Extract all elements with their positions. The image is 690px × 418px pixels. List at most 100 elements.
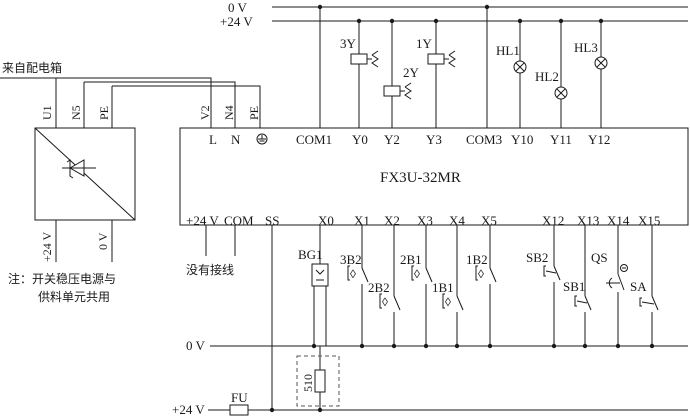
rail-0v-bottom-label: 0 V — [186, 338, 206, 353]
top-rails: 0 V +24 V — [220, 0, 688, 29]
lamp-hl3-label: HL3 — [574, 40, 598, 55]
terminal-com3-label: COM3 — [466, 132, 502, 147]
terminal-l-label: L — [209, 132, 217, 147]
unused-note: 没有接线 — [186, 262, 234, 277]
terminal-y12-label: Y12 — [588, 132, 610, 147]
lamp-hl1-icon — [513, 60, 527, 74]
supply-note-line1: 注：开关稳压电源与 — [8, 271, 116, 286]
svg-text:◊: ◊ — [445, 295, 451, 309]
terminal-x14-label: X14 — [607, 213, 630, 228]
lamp-hl1-label: HL1 — [496, 43, 520, 58]
terminal-x2-label: X2 — [384, 213, 400, 228]
emergency-stop-qs-label: QS — [591, 250, 608, 265]
valve-3y-coil — [350, 53, 368, 65]
pushbutton-sb2-icon — [543, 265, 561, 346]
svg-text:◊: ◊ — [478, 267, 484, 281]
lamp-hl2-label: HL2 — [535, 69, 559, 84]
feeder-line-2 — [84, 81, 236, 128]
rail-24v-top-label: +24 V — [220, 14, 253, 29]
terminal-n5-label: N5 — [69, 105, 83, 120]
sensor-3b2-label: 3B2 — [340, 252, 362, 267]
terminal-y0-label: Y0 — [352, 132, 368, 147]
fuse-label: FU — [231, 390, 248, 405]
sensor-bg1-label: BG1 — [298, 247, 323, 262]
terminal-y3-label: Y3 — [426, 132, 442, 147]
sensor-2b2-icon: ◊ — [379, 293, 401, 346]
supply-note-line2: 供料单元共用 — [38, 290, 110, 304]
plc-model-label: FX3U-32MR — [380, 170, 461, 186]
terminal-x1-label: X1 — [354, 213, 370, 228]
power-supply: 来自配电箱 U1 N5 PE +24 V 0 V 注：开关稳压电源与 供料单元共… — [0, 60, 261, 304]
bottom-rails: 0 V +24 V FU — [172, 338, 688, 417]
sensor-3b2-icon: ◊ — [347, 265, 369, 346]
valve-1y-icon — [444, 50, 456, 68]
lamp-hl2-icon — [554, 86, 568, 100]
terminal-x12-label: X12 — [542, 213, 564, 228]
pushbutton-sb1-label: SB1 — [563, 279, 585, 294]
pushbutton-sb1-icon — [574, 295, 592, 346]
output-wiring: 3Y 2Y 1Y HL1 — [317, 4, 608, 128]
svg-text:◊: ◊ — [350, 267, 356, 281]
terminal-y10-label: Y10 — [511, 132, 533, 147]
rail-0v-top-label: 0 V — [228, 0, 248, 15]
psu-diagonal — [34, 127, 136, 221]
plc: FX3U-32MR V2 N4 PE L N COM1 Y0 Y2 Y3 COM… — [179, 105, 689, 228]
feeder-line-3 — [112, 85, 261, 128]
feeder-line-1 — [0, 77, 212, 88]
feed-v2-label: V2 — [198, 105, 212, 120]
psu-plus24-label: +24 V — [40, 231, 54, 262]
svg-text:◊: ◊ — [382, 295, 388, 309]
ground-icon — [256, 133, 268, 145]
terminal-x13-label: X13 — [577, 213, 599, 228]
selector-sa-icon — [639, 295, 659, 346]
sensor-2b1-label: 2B1 — [400, 252, 422, 267]
emergency-stop-qs-icon — [606, 264, 628, 346]
psu-0v-label: 0 V — [96, 232, 110, 250]
svg-text:◊: ◊ — [414, 267, 420, 281]
resistor-frame — [296, 355, 340, 407]
terminal-u1-label: U1 — [40, 105, 54, 120]
lamp-hl3-icon — [594, 56, 608, 70]
valve-1y-label: 1Y — [416, 36, 433, 51]
valve-3y-icon — [367, 50, 379, 68]
terminal-y11-label: Y11 — [550, 132, 572, 147]
sensor-bg1-icon — [315, 269, 325, 281]
terminal-plus24-label: +24 V — [186, 213, 219, 228]
resistor-label: 510 — [301, 374, 315, 392]
valve-1y-coil — [427, 53, 445, 65]
selector-sa-label: SA — [630, 279, 647, 294]
valve-3y-label: 3Y — [340, 36, 357, 51]
plc-box — [179, 127, 689, 226]
input-wiring: 没有接线 BG1 510 ◊ 3B2 — [186, 225, 659, 413]
sensor-1b2-icon: ◊ — [475, 265, 497, 346]
source-label: 来自配电箱 — [2, 60, 62, 75]
terminal-x0-label: X0 — [318, 213, 334, 228]
rail-24v-bottom-label: +24 V — [172, 402, 205, 417]
terminal-x3-label: X3 — [417, 213, 433, 228]
terminal-pe-label: PE — [97, 106, 111, 120]
terminal-y2-label: Y2 — [384, 132, 400, 147]
sensor-2b2-label: 2B2 — [368, 280, 390, 295]
terminal-x4-label: X4 — [449, 213, 465, 228]
zener-diode-icon — [62, 159, 96, 179]
terminal-x5-label: X5 — [481, 213, 497, 228]
terminal-ss-label: SS — [265, 213, 279, 228]
valve-2y-icon — [400, 82, 412, 100]
valve-2y-label: 2Y — [403, 65, 420, 80]
resistor-510 — [314, 369, 326, 393]
sensor-bg1-body — [311, 263, 329, 287]
terminal-n-label: N — [231, 132, 241, 147]
fuse-fu — [229, 404, 249, 416]
sensor-1b1-label: 1B1 — [432, 280, 454, 295]
valve-2y-coil — [383, 85, 401, 97]
feed-pe-label: PE — [247, 106, 261, 120]
feed-n4-label: N4 — [222, 105, 236, 120]
sensor-1b2-label: 1B2 — [466, 252, 488, 267]
terminal-com1-label: COM1 — [296, 132, 332, 147]
terminal-com-label: COM — [224, 213, 254, 228]
sensor-2b1-icon: ◊ — [411, 265, 433, 346]
sensor-1b1-icon: ◊ — [442, 293, 464, 346]
terminal-x15-label: X15 — [638, 213, 660, 228]
pushbutton-sb2-label: SB2 — [526, 250, 548, 265]
